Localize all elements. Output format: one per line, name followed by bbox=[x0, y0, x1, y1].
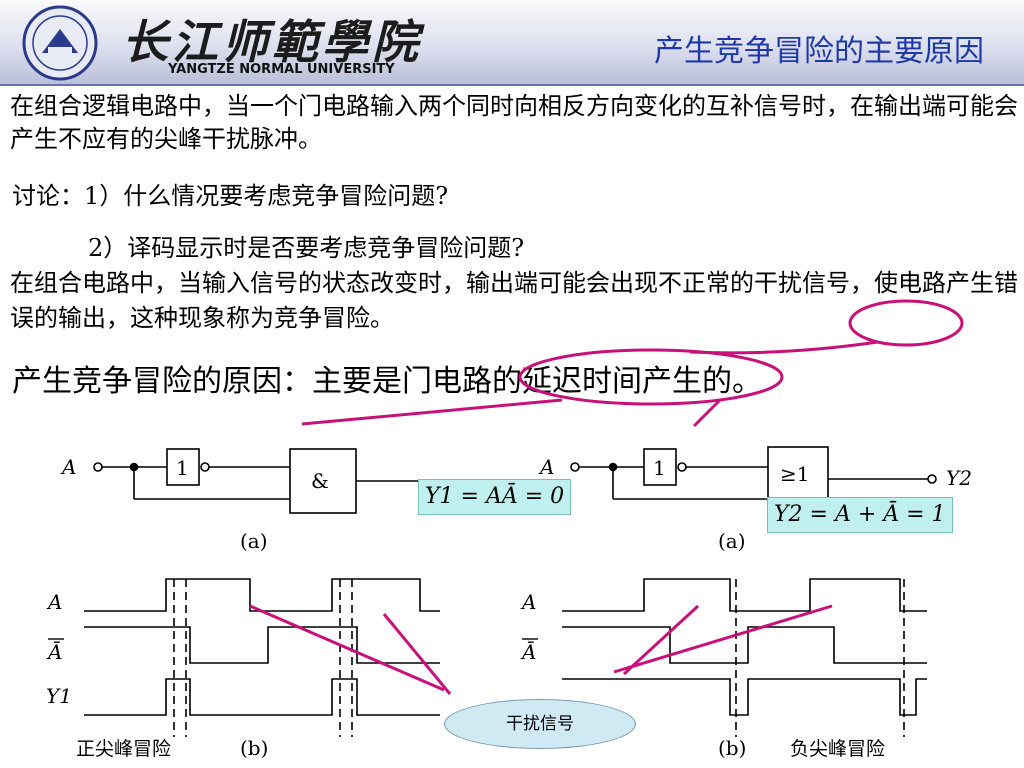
university-english-name: YANGTZE NORMAL UNIVERSITY bbox=[168, 62, 395, 77]
left-input-label: A bbox=[60, 455, 76, 479]
left-caption-b: (b) bbox=[240, 736, 268, 760]
university-logo-text: 长江师範學院 bbox=[122, 15, 422, 69]
not-gate-right bbox=[643, 448, 677, 486]
right-output-label: Y2 bbox=[946, 466, 972, 490]
emphasis-line-right bbox=[692, 398, 722, 428]
cause-statement: 产生竞争冒险的原因：主要是门电路的延迟时间产生的。 bbox=[12, 364, 762, 399]
right-wave-label-abar: Ā bbox=[520, 640, 536, 664]
or-gate-label: ≥1 bbox=[780, 462, 809, 486]
pointer-line-1 bbox=[249, 604, 445, 692]
right-wave-label-a: A bbox=[520, 590, 536, 614]
waveform-a-right bbox=[562, 578, 927, 612]
pointer-line-3 bbox=[622, 604, 700, 676]
highlight-ellipse-competition bbox=[848, 299, 964, 347]
slide-title: 产生竞争冒险的主要原因 bbox=[654, 34, 984, 69]
definition-paragraph: 在组合电路中，当输入信号的状态改变时，输出端可能会出现不正常的干扰信号，使电路产… bbox=[10, 269, 1018, 332]
waveform-a-left bbox=[84, 578, 440, 612]
waveform-y2-right bbox=[562, 678, 927, 716]
positive-spike-hazard-label: 正尖峰冒险 bbox=[76, 738, 171, 760]
discussion-question-1: 讨论：1）什么情况要考虑竞争冒险问题? bbox=[12, 182, 449, 210]
left-wave-label-y1: Y1 bbox=[46, 684, 72, 708]
left-wave-label-abar: Ā bbox=[46, 640, 62, 664]
negative-spike-hazard-label: 负尖峰冒险 bbox=[790, 738, 885, 760]
university-seal-icon bbox=[22, 5, 98, 81]
slide-header: 长江师範學院 YANGTZE NORMAL UNIVERSITY 产生竞争冒险的… bbox=[0, 0, 1024, 84]
header-divider bbox=[0, 84, 1024, 86]
and-gate-label: & bbox=[311, 469, 329, 493]
right-caption-a: (a) bbox=[718, 529, 746, 553]
highlight-ellipse-gate-delay bbox=[518, 348, 784, 406]
equation-y1: Y1 = AĀ = 0 bbox=[418, 479, 572, 515]
waveform-y1-left bbox=[84, 678, 440, 716]
equation-y2: Y2 = A + Ā = 1 bbox=[767, 497, 953, 533]
interference-signal-callout: 干扰信号 bbox=[444, 699, 636, 749]
intro-paragraph: 在组合逻辑电路中，当一个门电路输入两个同时向相反方向变化的互补信号时，在输出端可… bbox=[10, 92, 1018, 153]
pointer-line-2 bbox=[382, 613, 452, 695]
connector-curve bbox=[689, 340, 879, 355]
emphasis-line-left bbox=[301, 398, 563, 426]
right-not-gate-label: 1 bbox=[653, 456, 666, 480]
left-wave-label-a: A bbox=[46, 590, 62, 614]
waveform-abar-left bbox=[84, 626, 440, 664]
left-caption-a: (a) bbox=[240, 529, 268, 553]
pointer-line-4 bbox=[613, 604, 833, 674]
not-gate-left bbox=[166, 448, 200, 486]
left-not-gate-label: 1 bbox=[176, 456, 189, 480]
circuit-figure: A 1 & (a) A Ā Y1 (b) 正尖峰冒险 A 1 ≥1 Y2 (a)… bbox=[42, 437, 985, 768]
right-caption-b: (b) bbox=[718, 736, 746, 760]
discussion-question-2: 2）译码显示时是否要考虑竞争冒险问题? bbox=[88, 234, 525, 262]
right-input-label: A bbox=[538, 455, 554, 479]
